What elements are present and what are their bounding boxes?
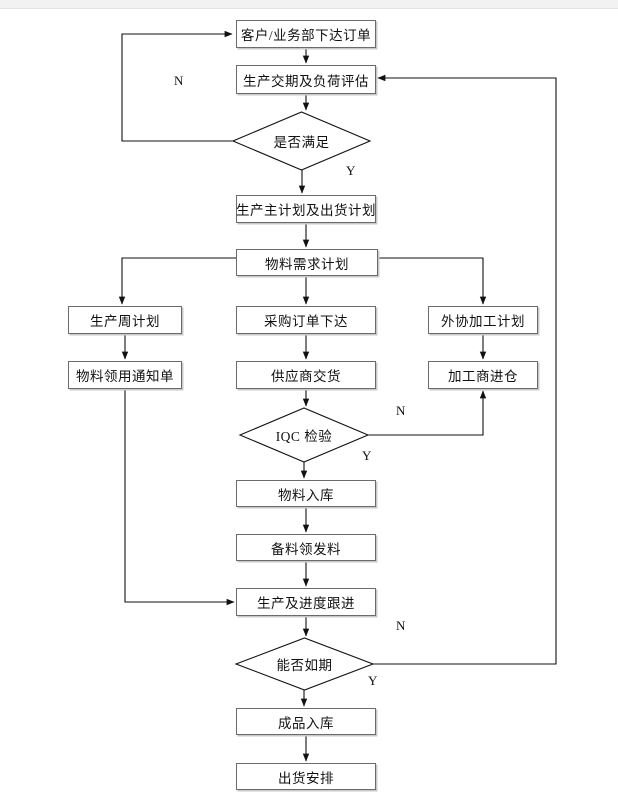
node-supplier-delivery[interactable]: 供应商交货 [236, 361, 376, 389]
node-material-preparation-issue[interactable]: 备料领发料 [236, 534, 376, 561]
node-master-production-shipping-plan[interactable]: 生产主计划及出货计划 [236, 195, 376, 223]
node-processor-warehousing[interactable]: 加工商进仓 [428, 361, 538, 389]
node-label: 外协加工计划 [441, 314, 525, 329]
node-label: 采购订单下达 [264, 314, 348, 329]
node-label: 出货安排 [278, 770, 334, 786]
node-label: 生产交期及负荷评估 [243, 73, 369, 89]
edge-label-yes-on-schedule: Y [368, 673, 378, 688]
edge-label-no-on-schedule: N [396, 618, 406, 633]
node-label: 物料领用通知单 [76, 369, 174, 384]
node-label: 备料领发料 [271, 541, 341, 557]
edge-label-yes-iqc: Y [362, 448, 372, 463]
node-label: 客户/业务部下达订单 [240, 28, 372, 43]
node-weekly-production-plan[interactable]: 生产周计划 [68, 306, 182, 334]
node-label: 加工商进仓 [448, 369, 518, 384]
node-label: 成品入库 [278, 715, 334, 731]
edge-label-yes-satisfied: Y [346, 163, 356, 178]
node-customer-order[interactable]: 客户/业务部下达订单 [236, 20, 376, 48]
decision-shape-d2 [238, 407, 370, 463]
decision-label: 能否如期 [276, 658, 333, 673]
node-material-requisition-notice[interactable]: 物料领用通知单 [68, 361, 182, 389]
edge-label-no-iqc: N [396, 403, 406, 418]
node-material-requirement-plan[interactable]: 物料需求计划 [236, 249, 378, 276]
node-label: 生产主计划及出货计划 [236, 203, 376, 218]
decision-shape-d1 [231, 111, 372, 171]
node-material-warehousing[interactable]: 物料入库 [236, 480, 376, 507]
node-label: 生产及进度跟进 [257, 596, 355, 611]
decision-iqc-inspection[interactable]: IQC 检验 [240, 408, 368, 462]
node-label: 物料入库 [278, 487, 334, 503]
node-finished-goods-warehousing[interactable]: 成品入库 [236, 708, 376, 735]
page-top-strip [0, 0, 618, 9]
decision-label: 是否满足 [273, 135, 330, 150]
node-shipping-arrangement[interactable]: 出货安排 [236, 763, 376, 790]
decision-shape-d3 [234, 637, 375, 691]
decision-label: IQC 检验 [275, 429, 333, 444]
node-label: 物料需求计划 [265, 256, 349, 272]
node-label: 生产周计划 [90, 314, 160, 329]
edge-label-no-satisfied: N [174, 73, 184, 88]
node-label: 供应商交货 [271, 369, 341, 384]
node-delivery-load-assessment[interactable]: 生产交期及负荷评估 [236, 65, 376, 94]
decision-on-schedule[interactable]: 能否如期 [236, 638, 373, 690]
node-outsourced-processing-plan[interactable]: 外协加工计划 [428, 306, 538, 334]
node-production-progress-tracking[interactable]: 生产及进度跟进 [236, 588, 376, 616]
node-purchase-order-release[interactable]: 采购订单下达 [236, 306, 376, 334]
decision-is-satisfied[interactable]: 是否满足 [233, 112, 370, 170]
